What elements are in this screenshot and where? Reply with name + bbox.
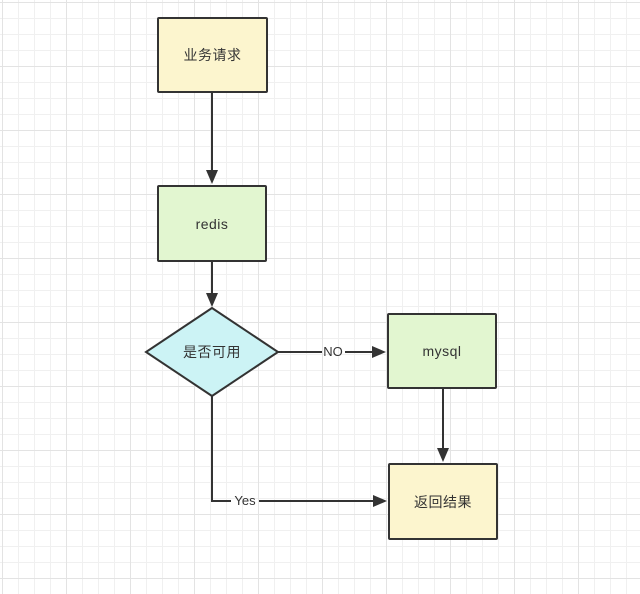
- node-mysql: mysql: [387, 313, 497, 389]
- edge-label-no: NO: [323, 344, 343, 359]
- edge-mysql-result-arrowhead: [437, 448, 449, 462]
- node-mysql-label: mysql: [422, 343, 462, 359]
- edge-redis-check-arrowhead: [206, 293, 218, 307]
- node-redis-label: redis: [195, 215, 229, 232]
- edge-yes-line-left: [211, 396, 231, 502]
- node-business-request-label: 业务请求: [183, 47, 242, 63]
- node-return-result-label: 返回结果: [414, 493, 472, 510]
- node-business-request: 业务请求: [157, 17, 268, 93]
- edge-label-yes: Yes: [234, 493, 256, 508]
- edge-no-arrowhead: [372, 346, 386, 358]
- edge-yes-arrowhead: [373, 495, 387, 507]
- node-redis: redis: [157, 185, 267, 262]
- node-return-result: 返回结果: [388, 463, 498, 540]
- node-availability-check: [144, 306, 280, 398]
- edge-request-redis-arrowhead: [206, 170, 218, 184]
